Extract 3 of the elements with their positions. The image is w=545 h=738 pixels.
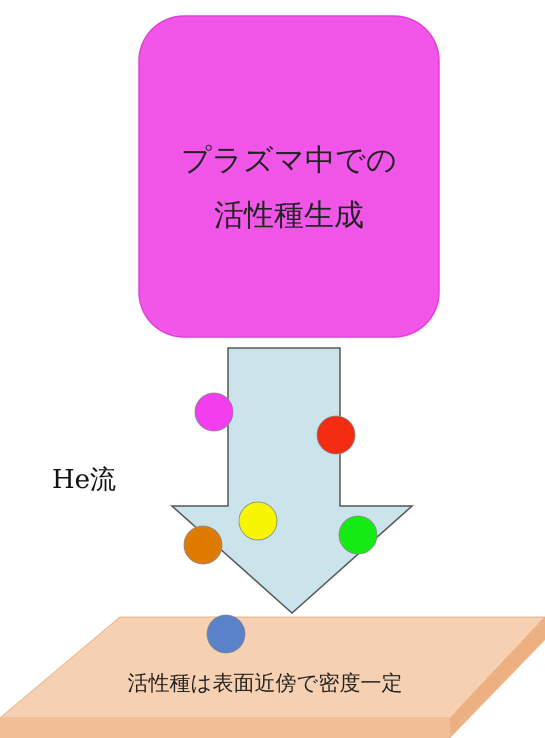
flow-label: He流 (52, 464, 116, 497)
box-label: プラズマ中での活性種生成 (180, 142, 398, 235)
process-box (138, 15, 440, 338)
